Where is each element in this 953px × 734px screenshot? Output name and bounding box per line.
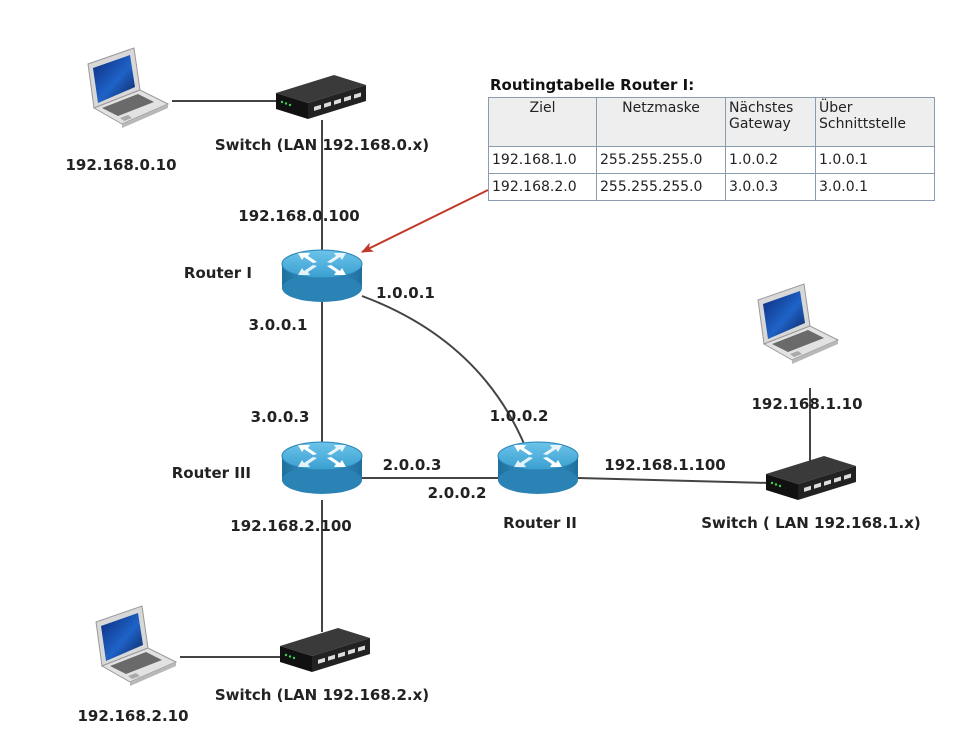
cell-netzmaske: 255.255.255.0 [596, 146, 726, 174]
switch-icon [766, 456, 856, 500]
table-row: 192.168.1.0 255.255.255.0 1.0.0.2 1.0.0.… [488, 146, 935, 174]
routing-table-panel: Routingtabelle Router I: Ziel Netzmaske … [488, 76, 935, 201]
pointer-arrow [361, 189, 489, 253]
cell-ziel: 192.168.2.0 [488, 173, 597, 201]
laptop-icon [757, 283, 839, 365]
column-header-netzmaske: Netzmaske [596, 97, 726, 147]
column-header-gateway: Nächstes Gateway [725, 97, 816, 147]
switch-icon [280, 628, 370, 672]
ip-r3-to-r2: 2.0.0.3 [383, 456, 442, 474]
router-1-label: Router I [184, 264, 252, 282]
laptop-bottom-label: 192.168.2.10 [77, 707, 188, 725]
link-router-1-router-2 [361, 295, 526, 447]
ip-r1-lan: 192.168.0.100 [238, 207, 359, 225]
routing-table-title: Routingtabelle Router I: [490, 76, 695, 94]
ip-r2-to-r3: 2.0.0.2 [428, 484, 487, 502]
switch-icon [276, 75, 366, 119]
laptop-icon [95, 605, 177, 687]
ip-r3-to-r1: 3.0.0.3 [251, 408, 310, 426]
router-3-label: Router III [172, 464, 251, 482]
switch-bottom-label: Switch (LAN 192.168.2.x) [215, 686, 429, 704]
column-header-ziel: Ziel [488, 97, 597, 147]
laptop-icon [87, 47, 169, 129]
link-router-2-switch-right [577, 477, 771, 484]
laptop-top-label: 192.168.0.10 [65, 156, 176, 174]
switch-top-label: Switch (LAN 192.168.0.x) [215, 136, 429, 154]
table-row: 192.168.2.0 255.255.255.0 3.0.0.3 3.0.0.… [488, 173, 935, 201]
cell-ziel: 192.168.1.0 [488, 146, 597, 174]
laptop-right-label: 192.168.1.10 [751, 395, 862, 413]
switch-right-label: Switch ( LAN 192.168.1.x) [701, 514, 920, 532]
links [172, 100, 811, 658]
cell-schnittstelle: 1.0.0.1 [815, 146, 935, 174]
router-icon [281, 441, 363, 495]
router-2-label: Router II [503, 514, 577, 532]
ip-r3-lan: 192.168.2.100 [230, 517, 351, 535]
router-icon [497, 441, 579, 495]
cell-gateway: 1.0.0.2 [725, 146, 816, 174]
ip-r1-to-r3: 3.0.0.1 [249, 316, 308, 334]
table-header-row: Ziel Netzmaske Nächstes Gateway Über Sch… [488, 97, 935, 147]
ip-r1-to-r2: 1.0.0.1 [376, 284, 435, 302]
cell-netzmaske: 255.255.255.0 [596, 173, 726, 201]
ip-r2-to-r1: 1.0.0.2 [490, 407, 549, 425]
cell-schnittstelle: 3.0.0.1 [815, 173, 935, 201]
router-icon [281, 249, 363, 303]
cell-gateway: 3.0.0.3 [725, 173, 816, 201]
column-header-schnittstelle: Über Schnittstelle [815, 97, 935, 147]
ip-r2-lan: 192.168.1.100 [604, 456, 725, 474]
routing-table: Ziel Netzmaske Nächstes Gateway Über Sch… [488, 97, 935, 201]
